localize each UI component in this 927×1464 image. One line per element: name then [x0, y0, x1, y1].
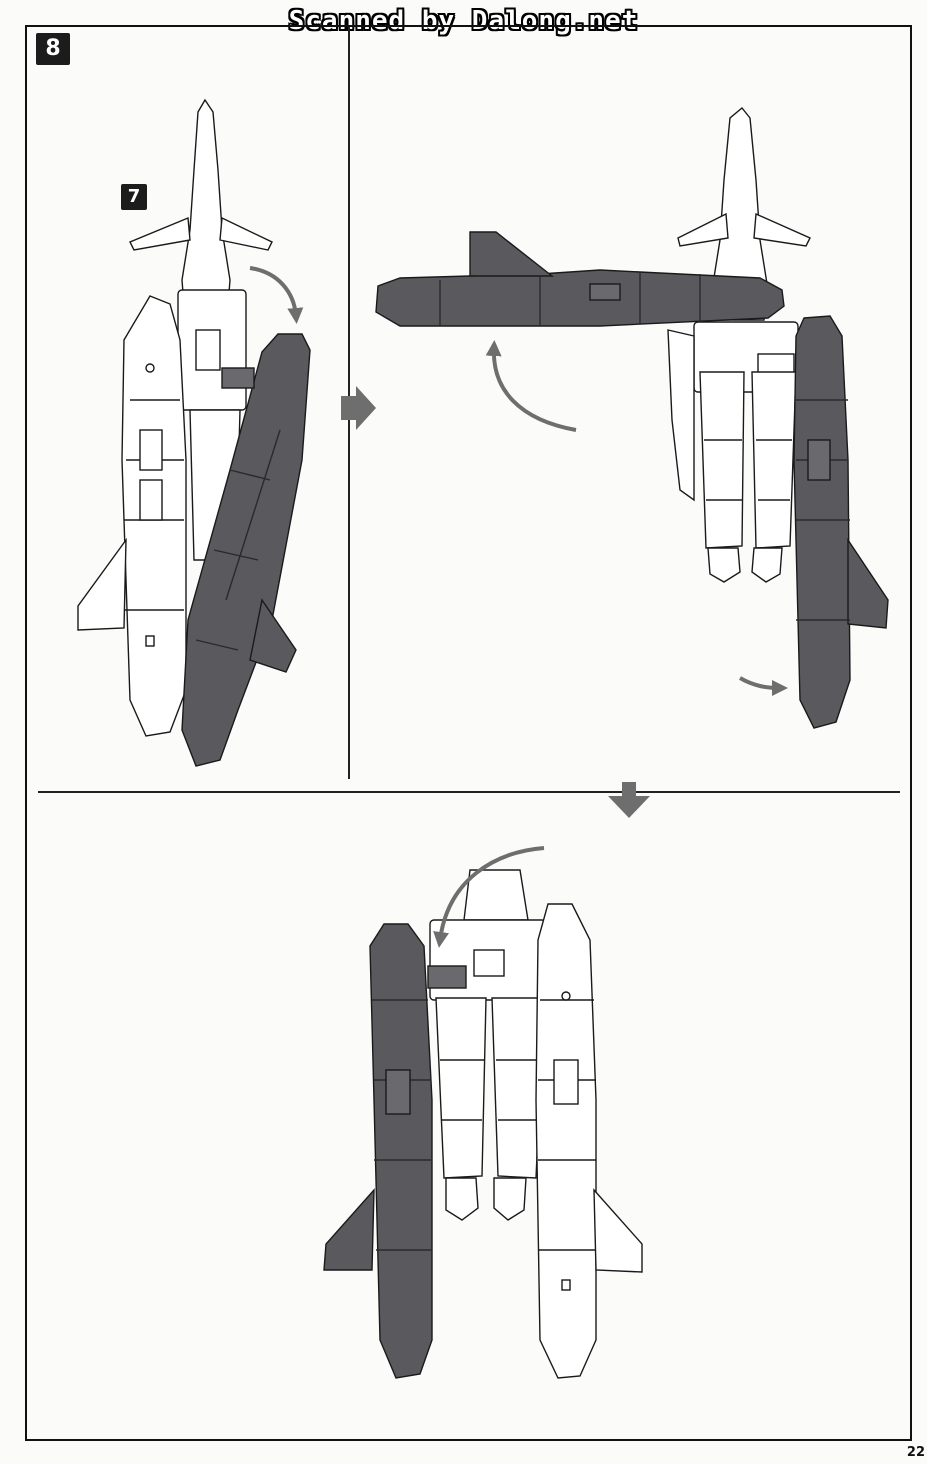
step-number-badge: 8 [36, 33, 70, 65]
panel3-attach-arrow [433, 846, 545, 948]
step-transition-arrow-down [608, 782, 650, 818]
horizontal-panel-divider [38, 791, 900, 793]
panel1-fighter-body [77, 98, 273, 737]
panel3-dark-booster [323, 923, 467, 1379]
panel2-dark-booster-vertical [793, 315, 889, 729]
step-transition-arrow-right [341, 386, 376, 430]
reference-step-badge: 7 [121, 184, 147, 210]
panel1-dark-booster [181, 333, 311, 767]
panel2-shift-arrow [739, 676, 788, 696]
page-frame [25, 25, 912, 1441]
panel1-rotate-arrow [249, 266, 304, 324]
panel2-rotate-arrow [485, 340, 577, 432]
panel2-dark-booster-horizontal [375, 231, 785, 327]
panel2-fighter-body [667, 107, 811, 583]
scan-credit-header: Scanned by Dalong.net [288, 6, 639, 36]
panel3-fighter-body [429, 869, 643, 1379]
page-number: 22 [906, 1445, 925, 1460]
